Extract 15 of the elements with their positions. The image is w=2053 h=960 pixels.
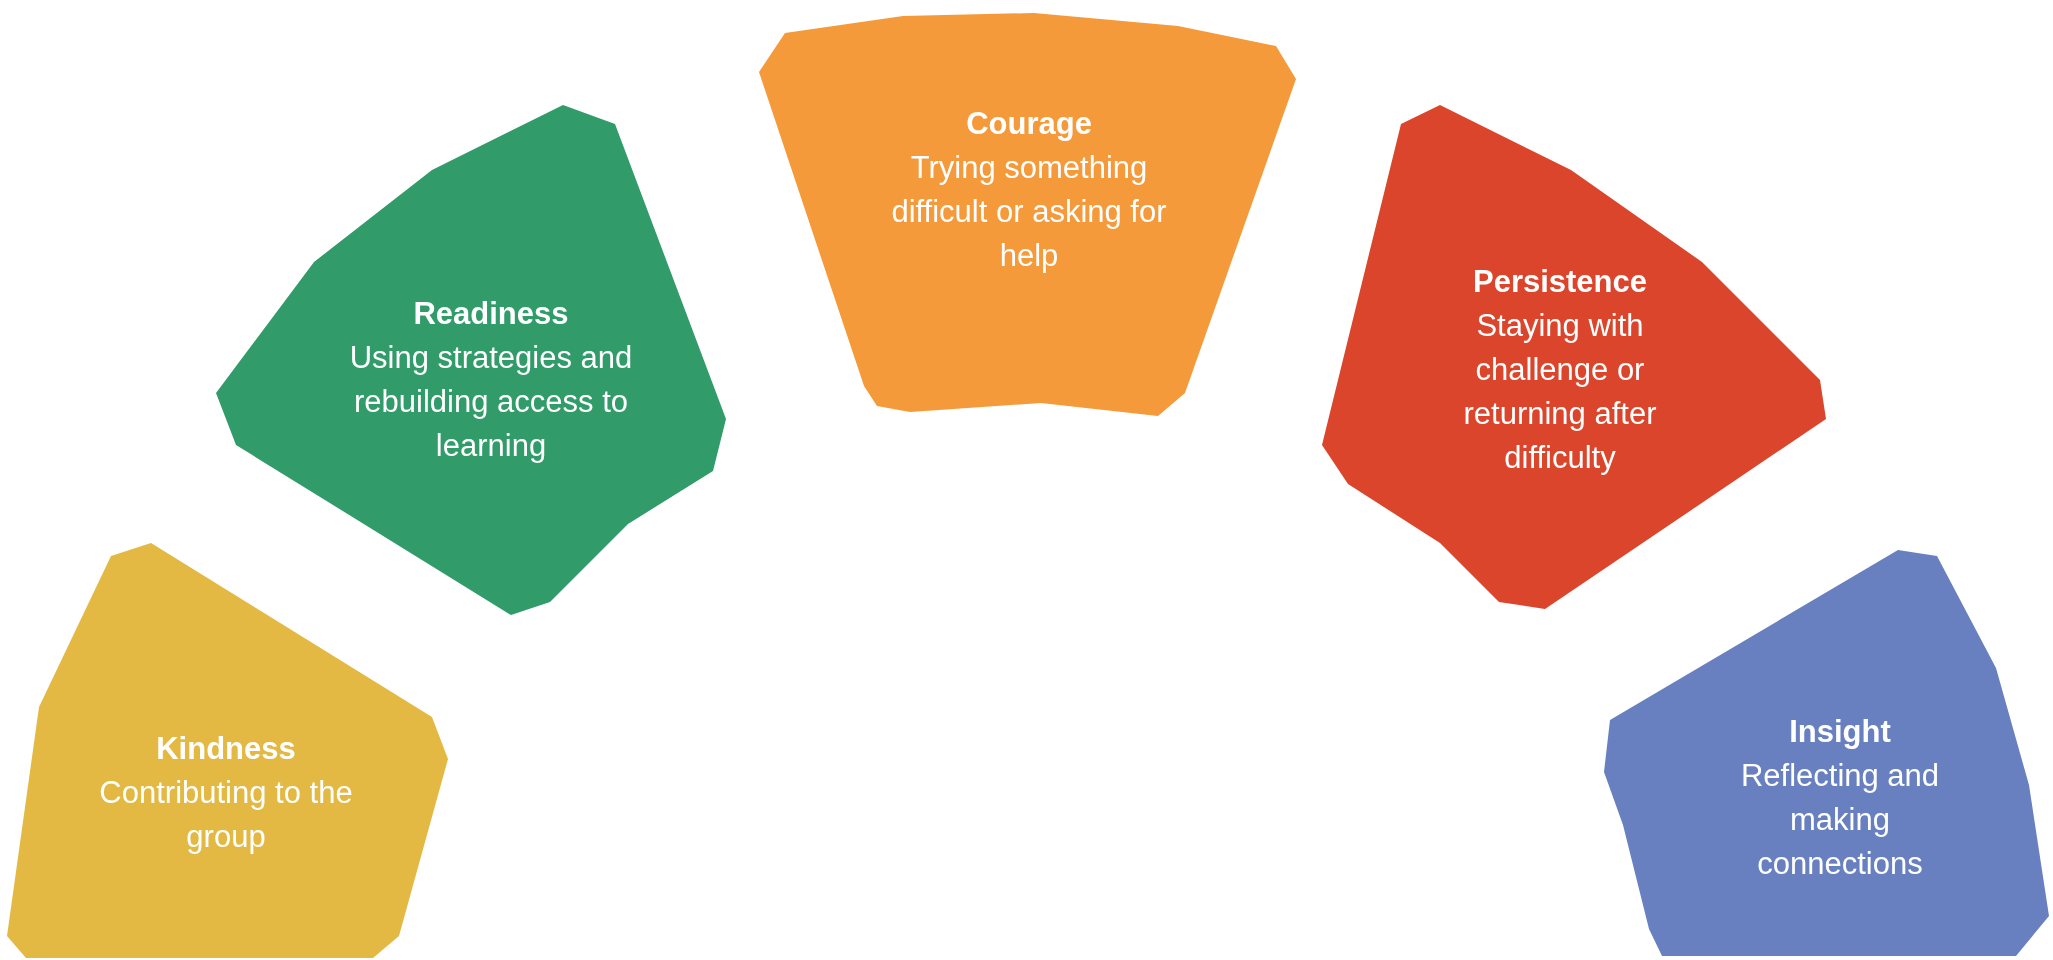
segment-shape xyxy=(1604,550,2049,956)
segment-description: Using strategies and rebuilding access to learning xyxy=(348,339,634,465)
segment-description: Staying with challenge or returning after difficulty xyxy=(1462,307,1658,477)
segment-shape xyxy=(7,543,448,958)
segment-shape xyxy=(216,105,726,615)
segment-title: Persistence xyxy=(1471,263,1649,301)
segment-description: Trying something difficult or asking for help xyxy=(890,149,1168,275)
segment-title: Courage xyxy=(965,105,1093,143)
segment-description: Contributing to the group xyxy=(98,774,354,856)
segment-shape xyxy=(1322,105,1826,609)
segment-title: Readiness xyxy=(412,295,570,333)
segment-title: Kindness xyxy=(155,730,297,768)
segment-title: Insight xyxy=(1788,713,1892,751)
segment-shape xyxy=(759,13,1296,416)
segment-description: Reflecting and making connections xyxy=(1739,757,1941,883)
